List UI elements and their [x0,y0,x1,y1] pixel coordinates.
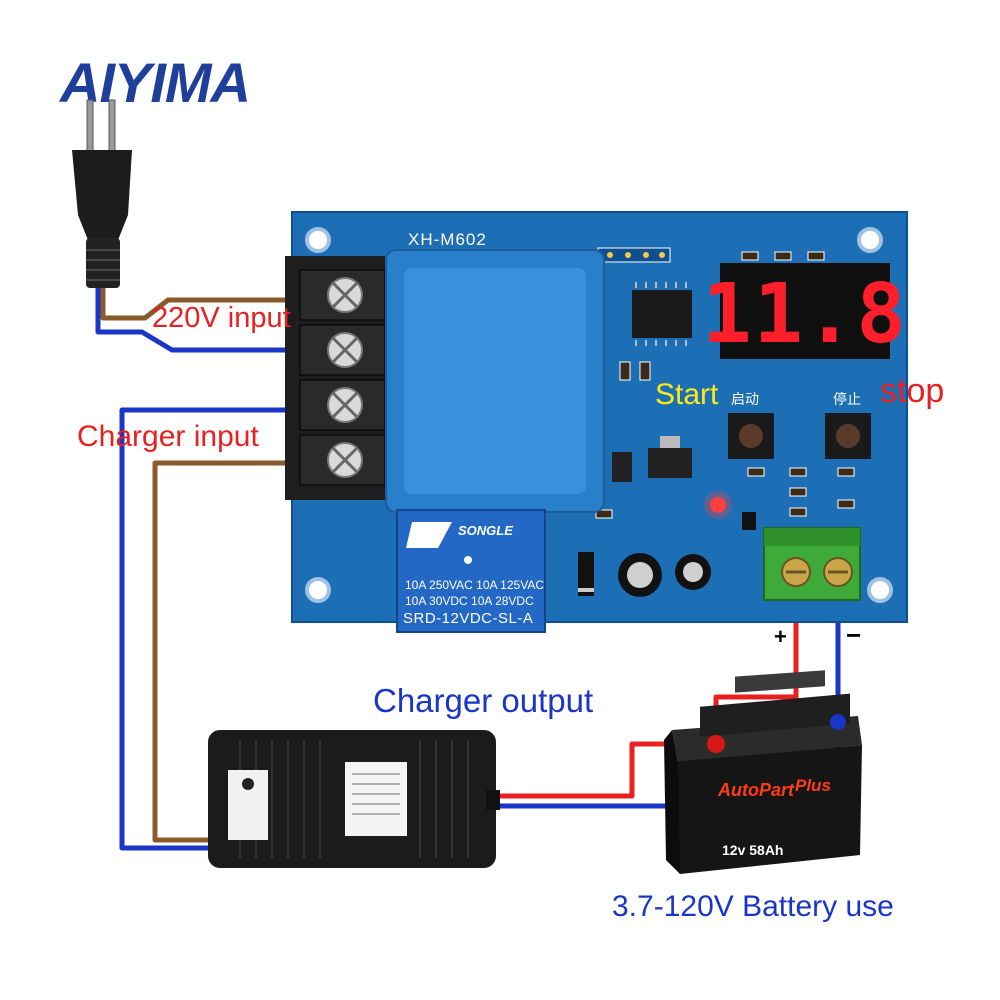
label-charger-output: Charger output [373,682,594,719]
display-reading: 11.8 [702,267,907,362]
label-stop: stop [880,372,945,410]
label-battery-use: 3.7-120V Battery use [612,890,894,923]
label-minus: − [846,620,862,650]
label-start: Start [655,378,719,411]
relay-model-label: SRD-12VDC-SL-A [403,610,534,627]
power-plug-icon [72,99,132,288]
battery-icon [664,670,862,874]
mains-wires [95,285,300,353]
relay-spec-line1: 10A 250VAC 10A 125VAC [405,578,544,592]
board-model-label: XH-M602 [408,230,487,249]
battery-brand-label: AutoPart [718,780,794,800]
label-start-cn: 启动 [731,391,759,407]
charger-icon [208,730,500,868]
output-terminal-block [763,527,861,601]
relay-icon [396,509,546,633]
label-plus: + [774,624,787,649]
relay-brand-label: SONGLE [458,523,513,538]
label-charger-input: Charger input [77,420,259,453]
relay-spec-line2: 10A 30VDC 10A 28VDC [405,594,534,608]
stop-button-icon [825,413,871,459]
battery-brand2-label: Plus [795,776,831,795]
battery-rating-label: 12v 58Ah [722,842,784,858]
label-220v-input: 220V input [152,302,291,334]
seven-segment-display: 11.8 [702,263,907,362]
transformer-icon [385,249,605,513]
charger-input-wires [119,407,300,851]
label-stop-cn: 停止 [833,391,861,407]
start-button-icon [728,413,774,459]
mains-terminal-block [285,256,386,500]
